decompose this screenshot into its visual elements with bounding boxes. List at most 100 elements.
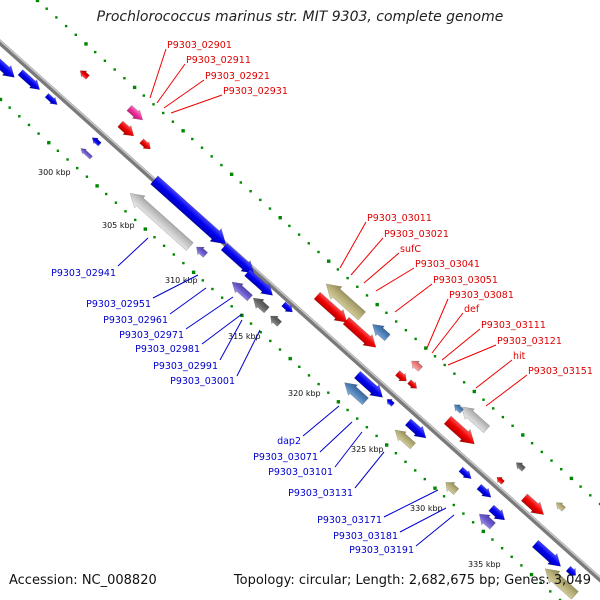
gene-arrow[interactable] (149, 174, 232, 251)
gene-arrow[interactable] (44, 92, 60, 107)
tick-mark (375, 302, 379, 307)
gene-arrow[interactable] (368, 319, 392, 342)
gene-arrow[interactable] (452, 402, 465, 415)
tick-mark (579, 485, 582, 488)
gene-arrow[interactable] (476, 483, 495, 501)
gene-arrow[interactable] (442, 478, 460, 496)
tick-mark (539, 581, 542, 584)
gene-arrow[interactable] (320, 278, 367, 323)
gene-label-forward[interactable]: P9303_03011 (367, 213, 432, 224)
gene-label-reverse[interactable]: P9303_03181 (333, 531, 398, 542)
gene-arrow[interactable] (78, 68, 91, 81)
gene-label-reverse[interactable]: P9303_03191 (349, 545, 414, 556)
gene-label-reverse[interactable]: P9303_03171 (317, 515, 382, 526)
gene-arrow[interactable] (219, 241, 258, 278)
tick-mark (259, 198, 262, 202)
gene-label-reverse[interactable]: P9303_02941 (51, 268, 116, 279)
gene-arrow[interactable] (495, 475, 506, 486)
gene-arrow[interactable] (267, 312, 283, 327)
tick-mark (307, 374, 311, 377)
gene-arrow[interactable] (408, 357, 424, 372)
gene-label-reverse[interactable]: P9303_02991 (153, 361, 218, 372)
gene-arrow[interactable] (139, 138, 154, 153)
gene-label-forward[interactable]: P9303_02931 (223, 86, 288, 97)
gene-label-reverse[interactable]: P9303_03101 (268, 467, 333, 478)
tick-mark (181, 129, 185, 133)
gene-arrow[interactable] (193, 243, 209, 258)
gene-arrow[interactable] (79, 146, 93, 160)
tick-mark (589, 494, 592, 497)
gene-label-forward[interactable]: P9303_03041 (415, 259, 480, 270)
tick-mark (56, 149, 60, 152)
leader-line-reverse (415, 514, 455, 547)
gene-arrow[interactable] (385, 397, 396, 408)
gene-arrow[interactable] (540, 563, 580, 600)
gene-label-reverse[interactable]: P9303_02971 (119, 330, 184, 341)
tick-mark (442, 495, 446, 498)
gene-label-forward[interactable]: P9303_03051 (433, 275, 498, 286)
gene-label-reverse[interactable]: dap2 (277, 436, 301, 447)
gene-arrow[interactable] (341, 315, 380, 352)
gene-label-forward[interactable]: P9303_03081 (449, 290, 514, 301)
tick-mark (327, 259, 331, 263)
leader-line-forward (447, 344, 497, 366)
gene-arrow[interactable] (457, 401, 492, 434)
gene-arrow[interactable] (404, 417, 431, 443)
gene-arrow[interactable] (520, 492, 549, 520)
tick-mark (95, 184, 99, 188)
tick-mark (84, 42, 88, 46)
genome-backbone (0, 39, 600, 583)
tick-mark (492, 407, 495, 410)
gene-arrow[interactable] (565, 565, 579, 579)
tick-mark (520, 564, 523, 567)
gene-label-forward[interactable]: def (464, 304, 480, 315)
gene-arrow[interactable] (407, 379, 420, 392)
gene-arrow[interactable] (531, 538, 566, 571)
gene-arrow[interactable] (90, 135, 102, 147)
gene-label-reverse[interactable]: P9303_02961 (103, 315, 168, 326)
leader-line-reverse (354, 451, 385, 489)
gene-arrow[interactable] (442, 414, 479, 450)
gene-arrow[interactable] (353, 369, 388, 402)
gene-arrow[interactable] (554, 500, 567, 513)
gene-arrow[interactable] (125, 187, 195, 252)
gene-label-reverse[interactable]: P9303_03001 (170, 376, 235, 387)
gene-arrow[interactable] (249, 294, 270, 315)
gene-arrow[interactable] (475, 509, 497, 531)
gene-arrow[interactable] (243, 268, 277, 300)
gene-arrow[interactable] (0, 54, 19, 82)
gene-label-forward[interactable]: P9303_02911 (186, 55, 251, 66)
gene-label-forward[interactable]: P9303_03151 (528, 366, 593, 377)
gene-label-forward[interactable]: P9303_02921 (205, 71, 270, 82)
gene-arrow[interactable] (391, 426, 417, 451)
gene-label-forward[interactable]: P9303_03021 (384, 229, 449, 240)
tick-mark (356, 417, 359, 420)
gene-label-forward[interactable]: P9303_03111 (481, 320, 546, 331)
gene-label-forward[interactable]: hit (513, 351, 526, 362)
gene-arrow[interactable] (514, 460, 527, 473)
tick-mark (424, 346, 428, 350)
gene-label-forward[interactable]: P9303_03121 (497, 336, 562, 347)
tick-mark (414, 469, 417, 472)
gene-label-reverse[interactable]: P9303_03131 (288, 488, 353, 499)
gene-arrow[interactable] (458, 466, 474, 482)
gene-arrow[interactable] (312, 290, 351, 327)
tick-mark (550, 459, 553, 462)
gene-label-reverse[interactable]: P9303_03071 (253, 452, 318, 463)
gene-label-reverse[interactable]: P9303_02981 (135, 344, 200, 355)
gene-arrow[interactable] (340, 377, 370, 406)
gene-arrow[interactable] (281, 301, 296, 316)
gene-label-reverse[interactable]: P9303_02951 (86, 299, 151, 310)
gene-arrow[interactable] (394, 369, 410, 384)
gene-arrow[interactable] (487, 504, 508, 525)
gene-arrow[interactable] (116, 120, 137, 141)
gene-label-forward[interactable]: sufC (400, 244, 421, 255)
tick-mark (336, 268, 340, 271)
gene-arrow[interactable] (228, 278, 254, 303)
gene-arrow[interactable] (17, 68, 44, 94)
tick-mark (152, 103, 155, 106)
gene-label-forward[interactable]: P9303_02901 (167, 40, 232, 51)
gene-arrow[interactable] (126, 104, 147, 124)
